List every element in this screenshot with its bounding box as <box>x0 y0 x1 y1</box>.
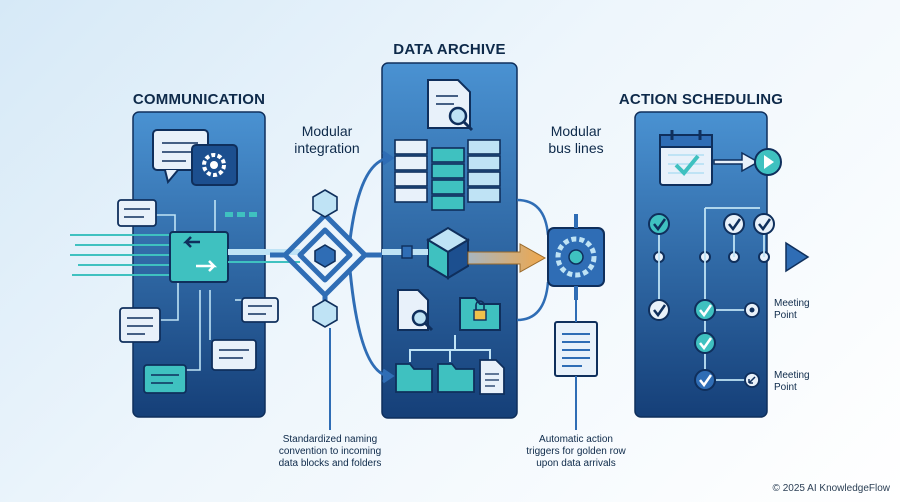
meeting-point-label: Meeting Point <box>774 370 834 394</box>
integration-cubes <box>312 189 338 328</box>
communication-title: COMMUNICATION <box>132 91 266 108</box>
meeting-point-markers <box>744 302 760 388</box>
triggers-caption: Automatic action triggers for golden row… <box>516 434 636 470</box>
modular-bus-lines-line1: Modular <box>550 123 602 139</box>
play-button-icon <box>754 148 782 176</box>
naming-caption: Standardized naming convention to incomi… <box>270 434 390 470</box>
naming-caption-line: Standardized naming <box>282 434 378 445</box>
archive-cube <box>426 226 470 280</box>
naming-caption-line: convention to incoming <box>278 446 382 457</box>
archive-to-bus-arrow <box>467 243 547 273</box>
modular-bus-lines-line2: bus lines <box>548 140 604 156</box>
chat-bubble-small-icon <box>117 199 279 394</box>
arrow-right-icon <box>196 260 218 272</box>
meeting-point-line1: Meeting <box>774 298 810 309</box>
document-search-icon <box>427 79 474 132</box>
modular-integration-line1: Modular <box>301 123 353 139</box>
copyright-footer: © 2025 AI KnowledgeFlow <box>772 483 890 494</box>
meeting-point-line2: Point <box>774 382 797 393</box>
scheduling-wiring <box>658 207 765 383</box>
server-stack-icon <box>394 139 501 211</box>
modular-bus-lines-label: Modular bus lines <box>535 123 617 157</box>
meeting-point-line2: Point <box>774 310 797 321</box>
arrow-left-icon <box>182 236 200 248</box>
integration-to-archive-arrows <box>348 150 395 384</box>
triggers-caption-line: upon data arrivals <box>536 458 616 469</box>
meeting-point-line1: Meeting <box>774 370 810 381</box>
meeting-point-label: Meeting Point <box>774 298 834 322</box>
folder-lock-icon <box>459 297 501 331</box>
calendar-check-icon <box>659 130 713 186</box>
communication-hub <box>169 231 229 283</box>
action-scheduling-title: ACTION SCHEDULING <box>618 91 784 108</box>
document-search-small-icon <box>397 289 434 332</box>
folder-icon <box>395 359 505 395</box>
data-archive-title: DATA ARCHIVE <box>393 41 506 58</box>
modular-bus-hub <box>547 214 605 300</box>
naming-caption-line: data blocks and folders <box>278 458 382 469</box>
gear-icon <box>191 144 238 186</box>
modular-integration-label: Modular integration <box>284 123 370 157</box>
action-scheduling-panel <box>634 111 768 418</box>
triggers-caption-line: triggers for golden row <box>526 446 626 457</box>
folder-tree <box>409 335 491 362</box>
list-document-icon <box>554 321 598 377</box>
incoming-data-lines <box>70 234 170 276</box>
triggers-caption-line: Automatic action <box>539 434 613 445</box>
modular-integration-line2: integration <box>294 140 360 156</box>
